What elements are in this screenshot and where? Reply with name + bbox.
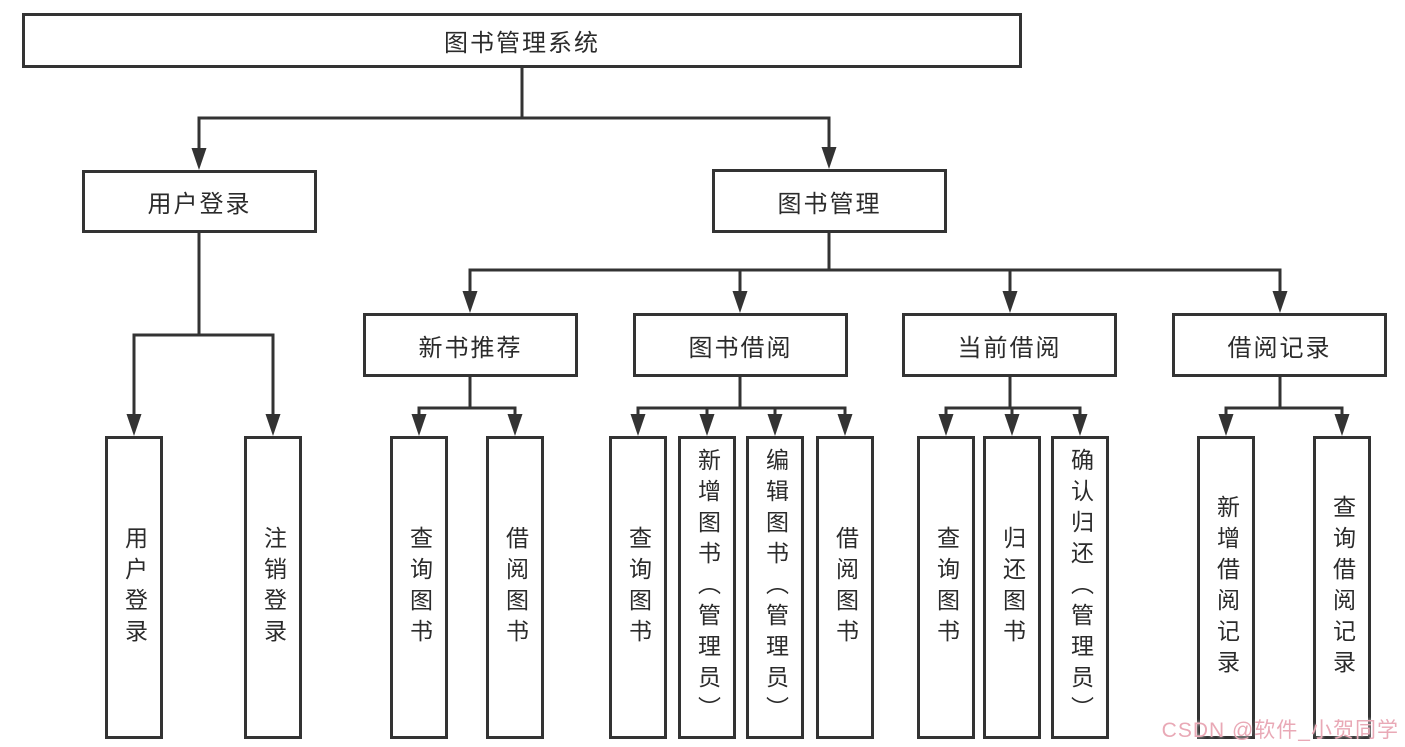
leaf-query-borrowing-record: 查询借阅记录 <box>1313 436 1371 739</box>
leaf-label: 新增图书（管理员） <box>694 448 721 727</box>
leaf-query-books-borrowing: 查询图书 <box>609 436 667 739</box>
leaf-query-books-recommendation: 查询图书 <box>390 436 448 739</box>
leaf-label: 用户登录 <box>121 525 148 650</box>
node-library-management-system: 图书管理系统 <box>22 13 1022 68</box>
node-current-borrowing: 当前借阅 <box>902 313 1117 377</box>
leaf-confirm-return-admin: 确认归还（管理员） <box>1051 436 1109 739</box>
leaf-return-books: 归还图书 <box>983 436 1041 739</box>
leaf-label: 新增借阅记录 <box>1213 494 1240 681</box>
leaf-query-books-current: 查询图书 <box>917 436 975 739</box>
node-book-borrowing: 图书借阅 <box>633 313 848 377</box>
leaf-label: 查询图书 <box>625 525 652 650</box>
node-new-book-recommendation: 新书推荐 <box>363 313 578 377</box>
leaf-label: 注销登录 <box>260 525 287 650</box>
leaf-label: 查询图书 <box>933 525 960 650</box>
leaf-label: 借阅图书 <box>502 525 529 650</box>
node-book-management: 图书管理 <box>712 169 947 233</box>
leaf-add-books-admin: 新增图书（管理员） <box>678 436 736 739</box>
leaf-borrow-books-recommendation: 借阅图书 <box>486 436 544 739</box>
node-user-login: 用户登录 <box>82 170 317 233</box>
leaf-label: 查询图书 <box>406 525 433 650</box>
leaf-label: 借阅图书 <box>832 525 859 650</box>
leaf-edit-books-admin: 编辑图书（管理员） <box>746 436 804 739</box>
leaf-user-login: 用户登录 <box>105 436 163 739</box>
leaf-label: 归还图书 <box>999 525 1026 650</box>
leaf-add-borrowing-record: 新增借阅记录 <box>1197 436 1255 739</box>
leaf-label: 查询借阅记录 <box>1329 494 1356 681</box>
node-borrowing-records: 借阅记录 <box>1172 313 1387 377</box>
leaf-logout: 注销登录 <box>244 436 302 739</box>
leaf-label: 编辑图书（管理员） <box>762 448 789 727</box>
leaf-borrow-books: 借阅图书 <box>816 436 874 739</box>
csdn-watermark: CSDN @软件_小贺同学 <box>1161 719 1399 742</box>
leaf-label: 确认归还（管理员） <box>1067 448 1094 727</box>
